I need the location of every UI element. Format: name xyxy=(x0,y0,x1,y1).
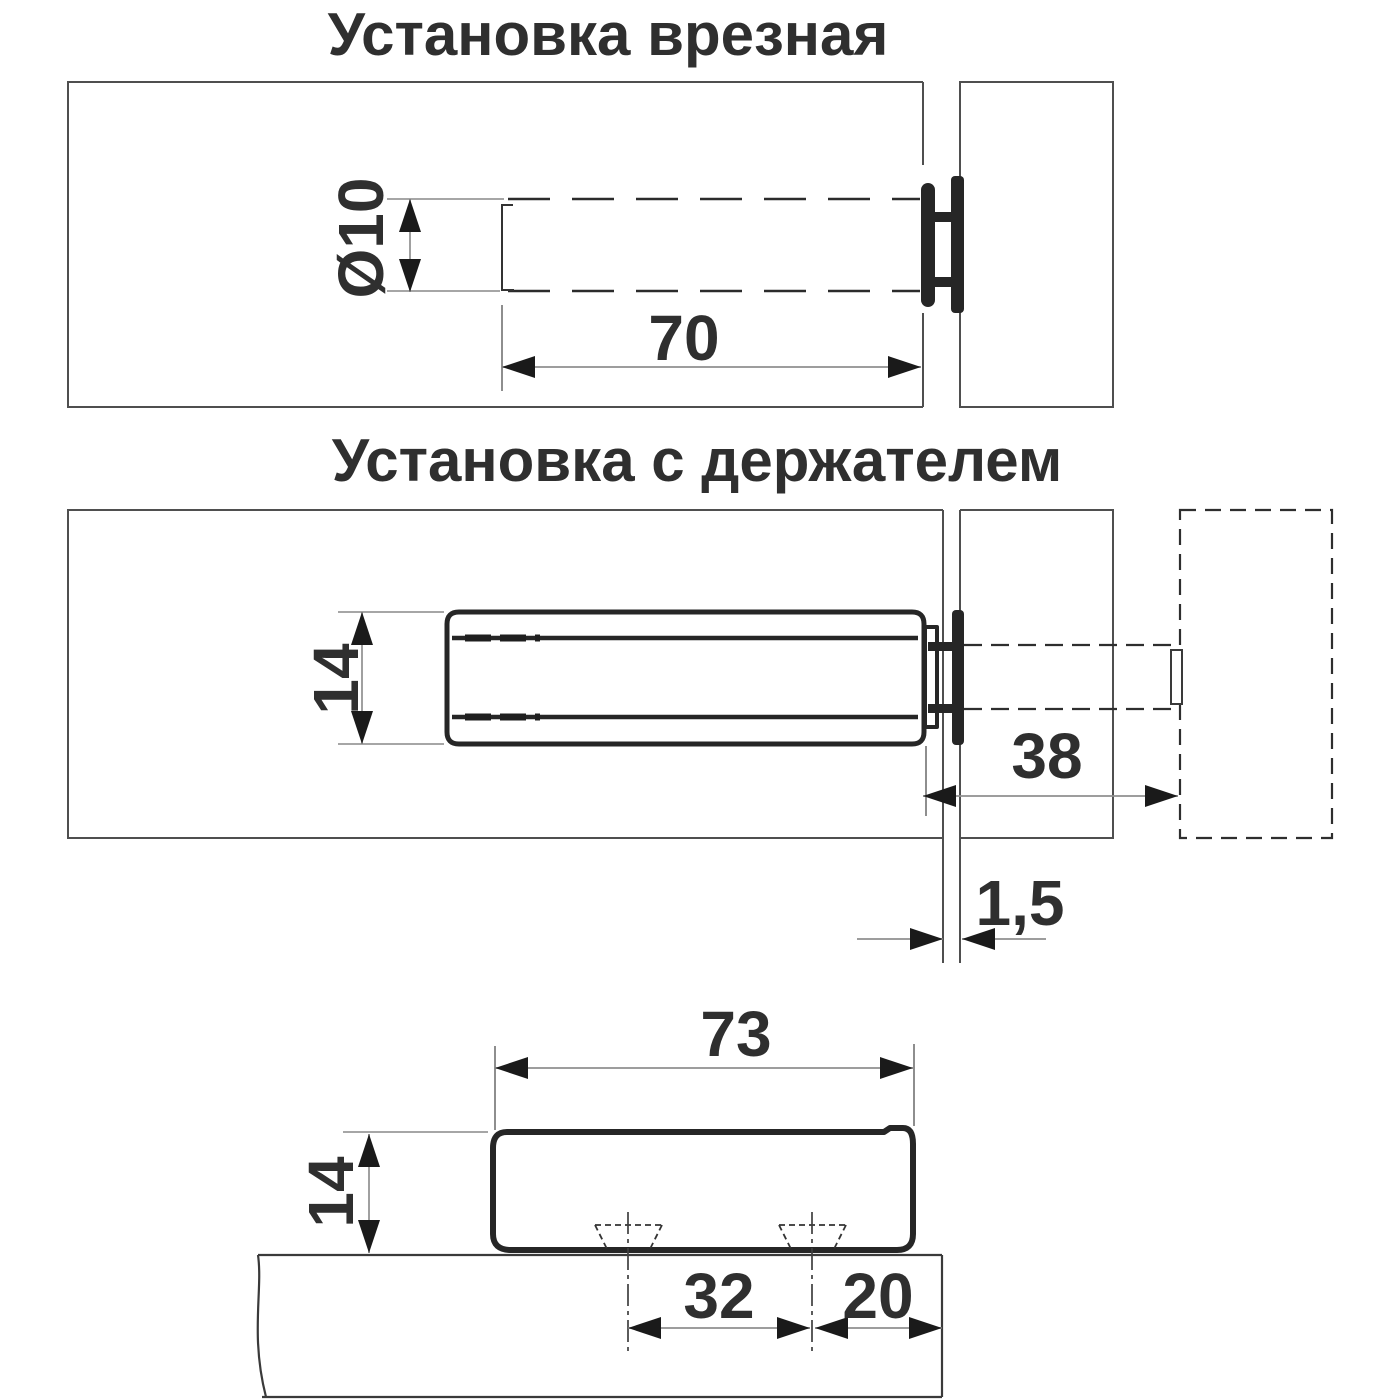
dimension-label-edge-offset: 20 xyxy=(842,1260,913,1332)
dimension-hole-diameter: Ø10 xyxy=(325,178,504,299)
dimension-edge-offset: 20 xyxy=(815,1260,942,1339)
dimension-label-extension: 38 xyxy=(1011,720,1082,792)
latch-body-outline xyxy=(444,609,927,747)
arrow-left-icon xyxy=(962,928,995,950)
extension-lines xyxy=(494,1044,915,1130)
arrow-right-icon xyxy=(1145,785,1178,807)
view-holder-installation: 14 38 1,5 xyxy=(67,508,1334,963)
holder-serrations xyxy=(465,634,540,721)
dimension-gap: 1,5 xyxy=(857,867,1064,950)
board-break-line xyxy=(256,1254,268,1398)
door-panel-open-ghost xyxy=(1178,508,1334,840)
cabinet-panel xyxy=(67,81,924,408)
dimension-label-length: 73 xyxy=(700,998,771,1070)
latch-tip xyxy=(921,183,935,307)
plunger-hidden-lines xyxy=(964,643,1171,711)
plunger-rod-bottom xyxy=(928,704,952,713)
arrow-left-icon xyxy=(495,1057,528,1079)
dimension-screw-spacing: 32 xyxy=(628,1260,810,1339)
extension-lines xyxy=(387,198,504,292)
arrow-up-icon xyxy=(351,612,373,645)
latch-magnet-assembly xyxy=(921,176,964,313)
arrow-right-icon xyxy=(888,356,921,378)
dimension-label-hole-depth: 70 xyxy=(648,302,719,374)
dimension-body-height: 14 xyxy=(300,611,444,745)
mounting-board xyxy=(258,1253,944,1399)
dimension-label-gap: 1,5 xyxy=(976,867,1065,939)
arrow-left-icon xyxy=(502,356,535,378)
latch-body-tip xyxy=(923,625,939,729)
drill-hole-bottom xyxy=(501,204,514,291)
holder-body xyxy=(490,1125,916,1253)
arrow-right-icon xyxy=(777,1317,810,1339)
cabinet-panel xyxy=(67,509,943,839)
dimension-label-hole-diameter: Ø10 xyxy=(325,178,397,299)
extension-lines xyxy=(338,611,444,745)
connector-top xyxy=(933,212,953,222)
view-mortise-installation: Ø10 70 xyxy=(67,81,1114,408)
drill-hole-hidden-lines xyxy=(508,197,920,293)
dimension-label-height: 14 xyxy=(295,1156,367,1228)
dimension-label-body-height: 14 xyxy=(300,643,372,715)
arrow-down-icon xyxy=(399,259,421,292)
arrow-right-icon xyxy=(909,1317,942,1339)
holder-clip-lines xyxy=(452,635,918,720)
arrow-left-icon xyxy=(815,1317,848,1339)
dimension-extension: 38 xyxy=(923,720,1178,816)
arrow-left-icon xyxy=(628,1317,661,1339)
arrow-right-icon xyxy=(880,1057,913,1079)
dimension-height: 14 xyxy=(295,1131,488,1253)
push-latch-body xyxy=(444,609,964,747)
plunger-rod-top xyxy=(928,642,952,651)
dimension-hole-depth: 70 xyxy=(501,302,921,391)
plunger-tip xyxy=(1170,649,1183,705)
dimension-length: 73 xyxy=(494,998,915,1130)
dimension-label-screw-spacing: 32 xyxy=(683,1260,754,1332)
arrow-right-icon xyxy=(910,928,943,950)
magnet-strike-plate xyxy=(951,176,964,313)
connector-bottom xyxy=(933,277,953,287)
title-mortise-installation: Установка врезная xyxy=(328,1,889,68)
arrow-down-icon xyxy=(358,1220,380,1253)
arrow-up-icon xyxy=(399,199,421,232)
mounting-screw-hole-right xyxy=(778,1212,847,1352)
door-panel xyxy=(959,81,1114,408)
arrow-up-icon xyxy=(358,1134,380,1167)
plunger-extended xyxy=(964,643,1183,711)
arrow-left-icon xyxy=(923,785,956,807)
title-holder-installation: Установка с держателем xyxy=(332,427,1063,494)
arrow-down-icon xyxy=(351,711,373,744)
magnet-strike-plate xyxy=(952,610,964,745)
view-holder-footprint: 73 14 32 20 xyxy=(256,998,944,1399)
